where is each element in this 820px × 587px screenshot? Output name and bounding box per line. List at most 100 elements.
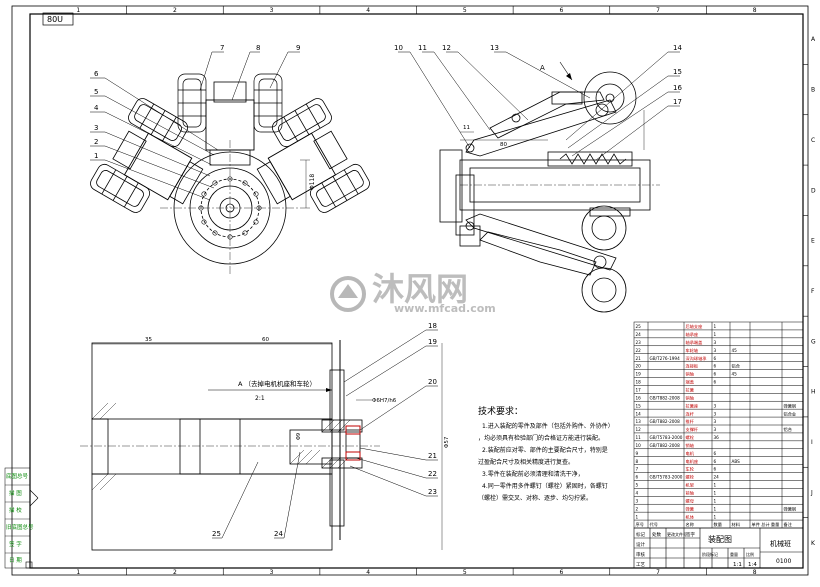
column-number: 6 (559, 569, 563, 576)
bom-cell: 推杆 (686, 418, 695, 425)
bom-cell: 3 (714, 427, 717, 432)
bom-cell: 电机 (686, 450, 695, 457)
side-label: 旧底图总号 (6, 523, 34, 531)
bom-cell: 1 (714, 506, 717, 511)
dim-11: 11 (463, 125, 470, 131)
side-view (439, 61, 660, 313)
tech-line: （螺栓）需交叉、对称、逐步、均匀拧紧。 (478, 494, 592, 502)
bom-cell: 深沟球轴承 (686, 355, 708, 362)
row-letter: J (810, 489, 813, 496)
side-label: 日 期 (9, 557, 22, 564)
column-number: 3 (270, 569, 274, 576)
bom-cell: 8 (636, 459, 639, 464)
bom-cell: 13 (636, 419, 642, 424)
tb-label: 审核 (636, 551, 645, 558)
bom-cell: 24 (636, 332, 642, 337)
dim-60: 60 (262, 337, 269, 343)
bom-cell: 18 (636, 380, 642, 385)
balloon: 12 (442, 44, 451, 52)
row-letter: E (811, 238, 815, 245)
bom-cell: 弹簧钢 (784, 402, 797, 409)
bom-cell: 9 (636, 451, 639, 456)
balloon: 10 (394, 44, 403, 52)
bom-cell: 23 (636, 340, 642, 345)
bom-cell: GB/T882-2008 (650, 395, 681, 400)
bom-cell: 螺栓 (686, 434, 695, 441)
bom-cell: 6 (714, 356, 717, 361)
column-number: 6 (559, 7, 563, 14)
balloon: 15 (673, 68, 682, 76)
bom-cell: 车轮轴 (686, 347, 699, 354)
bom-cell: 22 (636, 348, 642, 353)
bom-cell: 拉簧 (686, 387, 694, 394)
watermark-logo (330, 276, 366, 312)
balloon-labels-bottom: 18 19 20 21 22 23 24 25 (212, 322, 437, 538)
ucs-icon (25, 489, 39, 569)
technical-requirements: 技术要求： 1.进入装配的零件及部件（包括外购件、外协件） ，均必须具有检验部门… (478, 405, 614, 502)
bom-cell: 36 (714, 435, 720, 440)
bom-header-cell: 备注 (784, 521, 793, 528)
balloon: 4 (94, 104, 99, 112)
column-number: 7 (656, 7, 660, 14)
dim-fit: Φ6H7/h6 (372, 398, 397, 404)
bom-cell: 螺母 (686, 497, 694, 504)
bom-cell: 3 (714, 348, 717, 353)
tech-line: 过盈配合尺寸及相关精度进行复查。 (478, 458, 574, 466)
bom-header-cell: 代号 (650, 521, 658, 528)
balloon: 11 (418, 44, 427, 52)
bom-cell: 16 (636, 395, 642, 400)
bom-cell: 6 (714, 372, 717, 377)
tb-label: 设计 (636, 541, 645, 548)
bom-cell: 铝合金 (784, 410, 797, 417)
balloon: 5 (94, 88, 98, 96)
bom-cell: GB/T882-2008 (650, 419, 681, 424)
bom-cell: 端盖 (686, 379, 694, 386)
bom-cell: 7 (636, 467, 639, 472)
bom-cell: 3 (714, 403, 717, 408)
bom-cell: 铝合 (732, 363, 741, 370)
tech-line: 3.零件在装配前必须清理和清洗干净， (482, 470, 584, 478)
tech-line: 1.进入装配的零件及部件（包括外购件、外协件） (482, 422, 614, 430)
bom-cell: 11 (636, 435, 642, 440)
bom-cell: 14 (636, 411, 642, 416)
balloon: 13 (490, 44, 499, 52)
tb-label: 签字 (686, 531, 695, 538)
column-number: 4 (366, 569, 370, 576)
bom-cell: 销轴 (686, 394, 694, 401)
bom-cell: 25 (636, 324, 642, 329)
dim-vertical: Φ118 (309, 174, 316, 190)
column-number: 2 (173, 7, 177, 14)
section-title: A （去掉电机机座和车轮） (238, 379, 316, 388)
bom-cell: GB/T5783-2000 (650, 475, 683, 480)
bom-cell: 后轴支座 (686, 323, 703, 330)
bom-cell: 弹簧 (686, 505, 694, 512)
side-stamp-column: 底图总号 描 图 描 校 旧底图总号 签 字 日 期 (4, 467, 34, 569)
row-letter: H (811, 389, 816, 396)
tb-label: 比例 (746, 551, 754, 557)
bom-cell: GB/T276-1994 (650, 356, 681, 361)
bom-cell: 1 (714, 491, 717, 496)
row-letter: D (811, 187, 816, 194)
dim-vertical-3: Φ9 (296, 433, 302, 440)
bom-cell: 4 (636, 491, 639, 496)
bom-cell: 销轴 (686, 442, 694, 449)
bom-cell: 45 (732, 348, 738, 353)
bom-cell: 1 (714, 514, 717, 519)
bom-cell: 5 (636, 483, 639, 488)
balloon: 7 (220, 44, 224, 52)
bom-cell: 24 (714, 475, 720, 480)
side-label: 描 图 (9, 489, 22, 497)
column-number: 4 (366, 7, 370, 14)
balloon: 3 (94, 124, 98, 132)
bom-cell: 机架 (686, 482, 694, 489)
bom-cell: 弹簧钢 (784, 505, 797, 512)
bom-cell: 拉簧座 (686, 402, 699, 409)
row-letter: C (811, 137, 815, 144)
balloon: 9 (296, 44, 300, 52)
bom-cell: 1 (714, 498, 717, 503)
side-label: 底图总号 (6, 472, 29, 480)
tb-label: 处数 (652, 531, 661, 538)
balloon: 6 (94, 70, 99, 78)
